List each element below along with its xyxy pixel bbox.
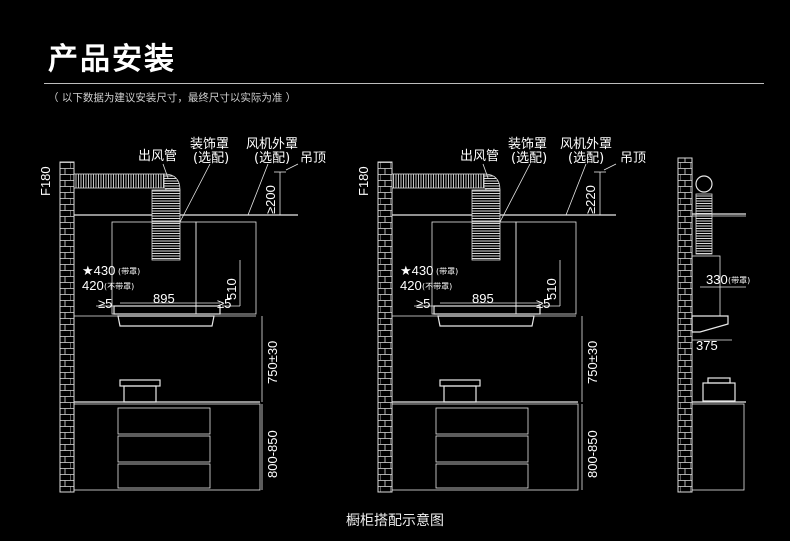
svg-text:F180: F180 <box>356 166 371 196</box>
install-note: （ 以下数据为建议安装尺寸，最终尺寸以实际为准 ） <box>48 92 297 104</box>
label-ceiling: 吊顶 <box>300 151 326 166</box>
svg-text:(带罩): (带罩) <box>728 276 750 285</box>
svg-text:出风管: 出风管 <box>460 149 499 164</box>
dim-with-cover: (带罩) <box>118 267 140 276</box>
dim-ge5-right: ≥5 <box>217 296 231 311</box>
duct-vertical <box>151 189 181 261</box>
label-fan-cover: 风机外罩 <box>246 137 298 152</box>
dim-330: 330 <box>706 272 728 287</box>
svg-text:800-850: 800-850 <box>585 430 600 478</box>
duct-section <box>695 175 713 193</box>
dim-800: 800-850 <box>265 430 280 478</box>
svg-text:750±30: 750±30 <box>585 341 600 384</box>
svg-text:510: 510 <box>544 278 559 300</box>
svg-text:≥5: ≥5 <box>536 296 550 311</box>
dim-without-cover: (不带罩) <box>104 282 134 291</box>
dim-750: 750±30 <box>265 341 280 384</box>
svg-text:895: 895 <box>472 291 494 306</box>
label-fan-optional: (选配) <box>254 151 290 166</box>
svg-text:(带罩): (带罩) <box>436 267 458 276</box>
dim-ge5-left: ≥5 <box>98 296 112 311</box>
svg-text:风机外罩: 风机外罩 <box>560 137 612 152</box>
dim-895: 895 <box>153 291 175 306</box>
range-hood <box>113 305 221 315</box>
dim-375: 375 <box>696 338 718 353</box>
wall-left <box>59 161 75 493</box>
base-cabinet <box>73 403 261 491</box>
label-cover-optional: (选配) <box>193 151 229 166</box>
diagram-middle: 出风管 装饰罩 (选配) 风机外罩 (选配) 吊顶 F180 ≥220 ★430… <box>356 137 646 493</box>
dim-420: 420 <box>82 278 104 293</box>
page-title: 产品安装 <box>48 42 176 77</box>
dim-430: ★430 <box>82 263 115 278</box>
dim-510: 510 <box>224 278 239 300</box>
diagram-side-view: 330 (带罩) 375 <box>677 157 750 493</box>
svg-text:装饰罩: 装饰罩 <box>508 137 547 152</box>
pot-lid <box>119 379 161 387</box>
svg-text:420: 420 <box>400 278 422 293</box>
duct-horizontal <box>73 173 165 189</box>
pot <box>123 385 157 403</box>
label-cover: 装饰罩 <box>190 137 229 152</box>
fan-cover <box>195 221 257 315</box>
diagram-left: 出风管 装饰罩 (选配) 风机外罩 (选配) 吊顶 F180 ≥200 ★430… <box>38 137 326 493</box>
svg-text:吊顶: 吊顶 <box>620 151 646 166</box>
svg-text:≥5: ≥5 <box>416 296 430 311</box>
svg-text:★430: ★430 <box>400 263 433 278</box>
dim-gap: ≥200 <box>263 185 278 214</box>
diagram-caption: 橱柜搭配示意图 <box>346 513 444 529</box>
label-duct: 出风管 <box>138 149 177 164</box>
dim-f180: F180 <box>38 166 53 196</box>
svg-text:≥220: ≥220 <box>583 185 598 214</box>
svg-text:(选配): (选配) <box>568 151 604 166</box>
title-divider <box>44 83 764 84</box>
wall-middle <box>377 161 393 493</box>
svg-text:(不带罩): (不带罩) <box>422 282 452 291</box>
hood-side <box>691 315 729 333</box>
svg-text:(选配): (选配) <box>511 151 547 166</box>
wall-right <box>677 157 693 493</box>
